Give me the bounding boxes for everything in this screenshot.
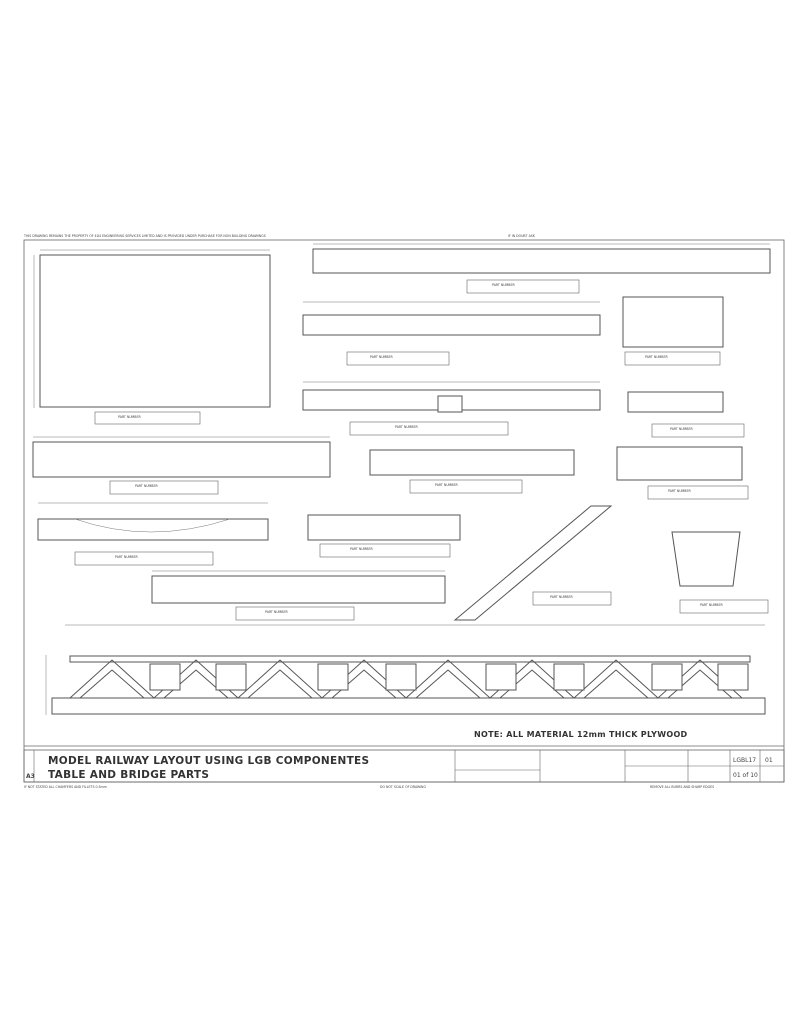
part-truss-bridge (45, 624, 766, 715)
part-label-box (349, 421, 509, 436)
part-label-box (109, 480, 219, 495)
svg-text:PART NUMBER: PART NUMBER (700, 603, 724, 607)
title-line-1: MODEL RAILWAY LAYOUT USING LGB COMPONENT… (48, 755, 369, 767)
part-label-box (651, 423, 745, 438)
svg-text:PART NUMBER: PART NUMBER (135, 484, 159, 488)
part-label-box (624, 351, 721, 366)
part-label-box (74, 551, 214, 566)
part-short-block: PART NUMBER (627, 391, 745, 438)
drawing-number: LGBL17 (733, 757, 756, 764)
part-label-box (466, 279, 580, 294)
svg-text:PART NUMBER: PART NUMBER (395, 425, 419, 429)
svg-text:PART NUMBER: PART NUMBER (668, 489, 692, 493)
part-long-rail: PART NUMBER (312, 243, 771, 294)
part-mid-bar: PART NUMBER (307, 514, 461, 558)
part-diagonal-brace: PART NUMBER (453, 505, 613, 621)
svg-text:PART NUMBER: PART NUMBER (265, 610, 289, 614)
svg-text:PART NUMBER: PART NUMBER (370, 355, 394, 359)
svg-text:PART NUMBER: PART NUMBER (645, 355, 669, 359)
svg-text:PART NUMBER: PART NUMBER (115, 555, 139, 559)
part-table-top: PART NUMBER (33, 249, 271, 425)
part-label-box (647, 485, 749, 500)
part-label-box (679, 599, 769, 614)
svg-text:PART NUMBER: PART NUMBER (670, 427, 694, 431)
footer-left-note: IF NOT STATED ALL CHAMFERS AND FILLETS 0… (24, 785, 107, 789)
svg-text:PART NUMBER: PART NUMBER (118, 415, 142, 419)
part-arched-beam: PART NUMBER (37, 502, 269, 566)
part-drilled-bar: PART NUMBER (302, 301, 601, 366)
part-label-box (346, 351, 450, 366)
part-small-bar: PART NUMBER (616, 446, 749, 500)
part-small-block: PART NUMBER (622, 296, 724, 366)
svg-text:PART NUMBER: PART NUMBER (492, 283, 516, 287)
sheet-number: 01 of 10 (733, 772, 758, 779)
svg-text:PART NUMBER: PART NUMBER (435, 483, 459, 487)
part-long-board: PART NUMBER (32, 436, 331, 495)
part-bottom-bar: PART NUMBER (151, 570, 446, 621)
part-plate: PART NUMBER (369, 449, 575, 494)
header-right-note: IF IN DOUBT ASK (508, 234, 536, 238)
part-label-box (409, 479, 523, 494)
part-label-box (532, 591, 612, 606)
sheet-size: A3 (26, 773, 35, 780)
part-label-box (319, 543, 451, 558)
material-note: NOTE: ALL MATERIAL 12mm THICK PLYWOOD (474, 730, 688, 739)
header-note: THIS DRAWING REMAINS THE PROPERTY OF 4D4… (23, 234, 266, 238)
title-block: A3 MODEL RAILWAY LAYOUT USING LGB COMPON… (23, 745, 785, 783)
revision: 01 (765, 757, 773, 764)
part-label-box (94, 411, 201, 425)
part-label-box (235, 606, 355, 621)
title-line-2: TABLE AND BRIDGE PARTS (48, 769, 209, 781)
part-trapezoid: PART NUMBER (671, 531, 769, 614)
part-notched-bar: PART NUMBER (302, 381, 601, 436)
footer-center-note: DO NOT SCALE OF DRAWING (380, 785, 426, 789)
footer-right-note: REMOVE ALL BURRS AND SHARP EDGES (650, 785, 714, 789)
svg-text:PART NUMBER: PART NUMBER (350, 547, 374, 551)
svg-text:PART NUMBER: PART NUMBER (550, 595, 574, 599)
